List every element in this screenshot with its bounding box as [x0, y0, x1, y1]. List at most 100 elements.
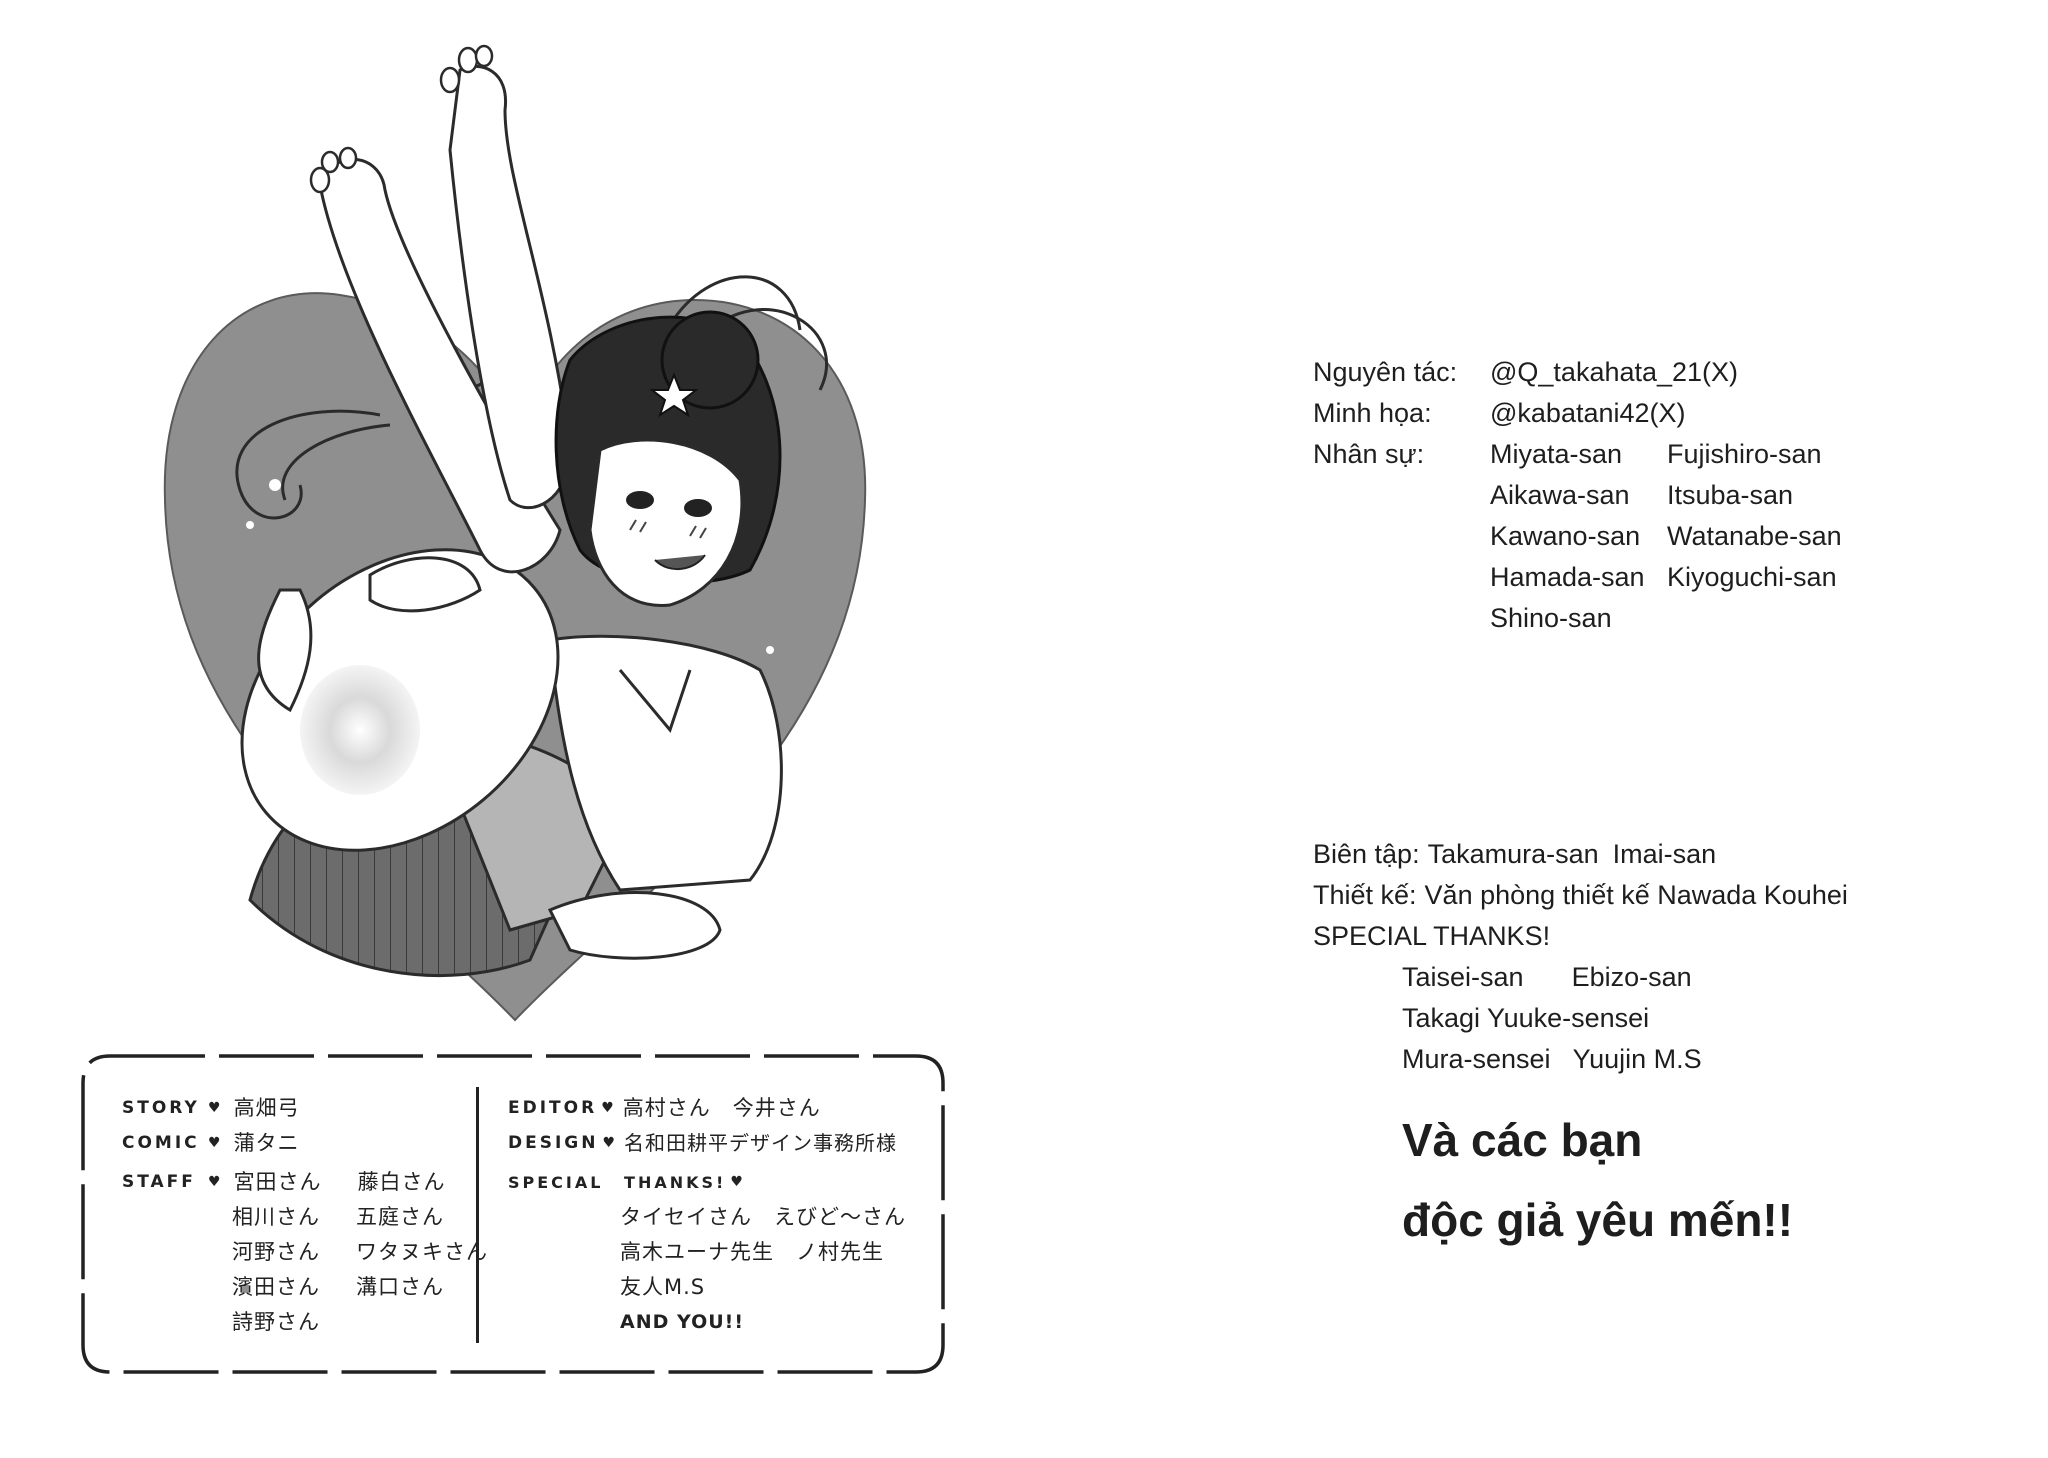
heart-icon: ♥: [601, 1100, 615, 1116]
design-label: Thiết kế:: [1313, 880, 1417, 910]
staff-key: STAFF: [122, 1172, 196, 1192]
staff-name: Hamada-san: [1490, 562, 1645, 592]
staff-name: 詩野さん: [232, 1310, 320, 1334]
special-name: Takagi Yuuke-sensei: [1402, 1003, 1650, 1033]
staff-name: Aikawa-san: [1490, 480, 1630, 510]
face: [588, 438, 744, 607]
jp-staff-row: 濱田さん 溝口さん: [122, 1270, 510, 1305]
editor-name: 高村さん: [622, 1096, 711, 1120]
special-label: SPECIAL THANKS!: [1313, 921, 1551, 951]
vn-design-row: Thiết kế: Văn phòng thiết kế Nawada Kouh…: [1313, 875, 1848, 916]
jp-editor-row: EDITOR ♥ 高村さん 今井さん: [508, 1091, 928, 1126]
editor-name: Imai-san: [1612, 839, 1717, 869]
vn-credits-top: Nguyên tác: @Q_takahata_21(X) Minh họa: …: [1313, 352, 1842, 639]
jp-special-row: 友人M.S: [508, 1270, 928, 1305]
vn-editor-row: Biên tập: Takamura-san Imai-san: [1313, 834, 1848, 875]
jp-right-column: EDITOR ♥ 高村さん 今井さん DESIGN ♥ 名和田耕平デザイン事務所…: [508, 1091, 928, 1340]
editor-key: EDITOR: [508, 1098, 598, 1118]
closing-line: độc giả yêu mến!!: [1402, 1194, 1794, 1246]
staff-name: 藤白さん: [357, 1170, 446, 1194]
editor-label: Biên tập:: [1313, 839, 1420, 869]
special-name: Ebizo-san: [1571, 962, 1692, 992]
design-value: Văn phòng thiết kế Nawada Kouhei: [1424, 880, 1848, 910]
comic-key: COMIC: [122, 1133, 200, 1153]
japanese-credits-box: STORY ♥ 高畑弓 COMIC ♥ 蒲タニ STAFF ♥ 宮田さん 藤白さ…: [80, 1053, 946, 1375]
jp-staff-row: STAFF ♥ 宮田さん 藤白さん: [122, 1165, 510, 1200]
illustration-value: @kabatani42(X): [1490, 398, 1686, 428]
jp-special-row: SPECIAL THANKS! ♥: [508, 1165, 928, 1200]
vn-staff-row: Nhân sự: Miyata-san Fujishiro-san: [1313, 434, 1842, 475]
jp-staff-row: 河野さん ワタヌキさん: [122, 1235, 510, 1270]
vn-special-heading-row: SPECIAL THANKS!: [1313, 916, 1848, 957]
star-icon: [649, 372, 699, 418]
jp-staff-row: 詩野さん: [122, 1305, 510, 1340]
character-illustration: [150, 30, 910, 1040]
jp-special-row: タイセイさん えびど～さん: [508, 1200, 928, 1235]
original-value: @Q_takahata_21(X): [1490, 357, 1739, 387]
staff-name: Miyata-san: [1490, 439, 1623, 469]
staff-label: Nhân sự:: [1313, 439, 1425, 469]
special-name: Mura-sensei: [1402, 1044, 1551, 1074]
jp-staff-row: 相川さん 五庭さん: [122, 1200, 510, 1235]
staff-name: 五庭さん: [356, 1205, 444, 1229]
special-key: SPECIAL THANKS!: [508, 1173, 727, 1192]
design-key: DESIGN: [508, 1133, 599, 1153]
special-name: 友人M.S: [620, 1275, 706, 1299]
staff-name: 相川さん: [232, 1205, 320, 1229]
shirt: [548, 634, 783, 892]
jp-left-column: STORY ♥ 高畑弓 COMIC ♥ 蒲タニ STAFF ♥ 宮田さん 藤白さ…: [122, 1091, 510, 1340]
vn-staff-row: Kawano-san Watanabe-san: [1313, 516, 1842, 557]
vn-credits-bottom: Biên tập: Takamura-san Imai-san Thiết kế…: [1313, 834, 1848, 1080]
vn-illustration-row: Minh họa: @kabatani42(X): [1313, 393, 1842, 434]
original-label: Nguyên tác:: [1313, 357, 1458, 387]
hair-bun: [660, 310, 760, 410]
jp-comic-row: COMIC ♥ 蒲タニ: [122, 1126, 510, 1161]
staff-name: Itsuba-san: [1667, 480, 1794, 510]
vn-original-row: Nguyên tác: @Q_takahata_21(X): [1313, 352, 1842, 393]
heart-icon: ♥: [602, 1135, 617, 1151]
staff-name: 溝口さん: [356, 1275, 444, 1299]
editor-name: 今井さん: [732, 1096, 821, 1120]
heart-icon: ♥: [208, 1135, 222, 1151]
staff-name: Fujishiro-san: [1667, 439, 1822, 469]
jp-story-row: STORY ♥ 高畑弓: [122, 1091, 510, 1126]
heart-icon: ♥: [208, 1174, 222, 1190]
vn-staff-row: Aikawa-san Itsuba-san: [1313, 475, 1842, 516]
staff-name: Kiyoguchi-san: [1667, 562, 1837, 592]
heart-icon: ♥: [730, 1174, 744, 1190]
special-name: Taisei-san: [1402, 962, 1524, 992]
closing-message: Và các bạn độc giả yêu mến!!: [1402, 1100, 1793, 1260]
closing-line: Và các bạn: [1402, 1114, 1643, 1166]
column-divider: [476, 1087, 479, 1343]
staff-name: Kawano-san: [1490, 521, 1641, 551]
staff-name: ワタヌキさん: [356, 1240, 488, 1264]
story-name: 高畑弓: [233, 1096, 300, 1120]
heart-icon: ♥: [208, 1100, 222, 1116]
story-key: STORY: [122, 1098, 200, 1118]
staff-name: Shino-san: [1490, 603, 1612, 633]
toes: [309, 44, 494, 194]
jp-special-row: AND YOU!!: [508, 1305, 928, 1340]
special-name: Yuujin M.S: [1572, 1044, 1702, 1074]
jp-design-row: DESIGN ♥ 名和田耕平デザイン事務所様: [508, 1126, 928, 1161]
jp-special-row: 高木ユーナ先生 ノ村先生: [508, 1235, 928, 1270]
editor-name: Takamura-san: [1427, 839, 1599, 869]
hand: [368, 556, 482, 613]
vn-staff-row: Shino-san: [1313, 598, 1842, 639]
vn-staff-row: Hamada-san Kiyoguchi-san: [1313, 557, 1842, 598]
special-name: えびど～さん: [774, 1205, 906, 1229]
special-name: ノ村先生: [796, 1240, 884, 1264]
staff-name: Watanabe-san: [1667, 521, 1842, 551]
illustration-label: Minh họa:: [1313, 398, 1432, 428]
design-name: 名和田耕平デザイン事務所様: [624, 1131, 898, 1155]
special-name: AND YOU!!: [620, 1311, 744, 1333]
vn-special-row: Mura-sensei Yuujin M.S: [1313, 1039, 1848, 1080]
vn-special-row: Takagi Yuuke-sensei: [1313, 998, 1848, 1039]
dashed-frame: [81, 1054, 945, 1374]
vn-special-row: Taisei-san Ebizo-san: [1313, 957, 1848, 998]
staff-name: 河野さん: [232, 1240, 320, 1264]
special-name: タイセイさん: [620, 1205, 752, 1229]
foot-lower: [547, 891, 722, 960]
staff-name: 宮田さん: [233, 1170, 322, 1194]
